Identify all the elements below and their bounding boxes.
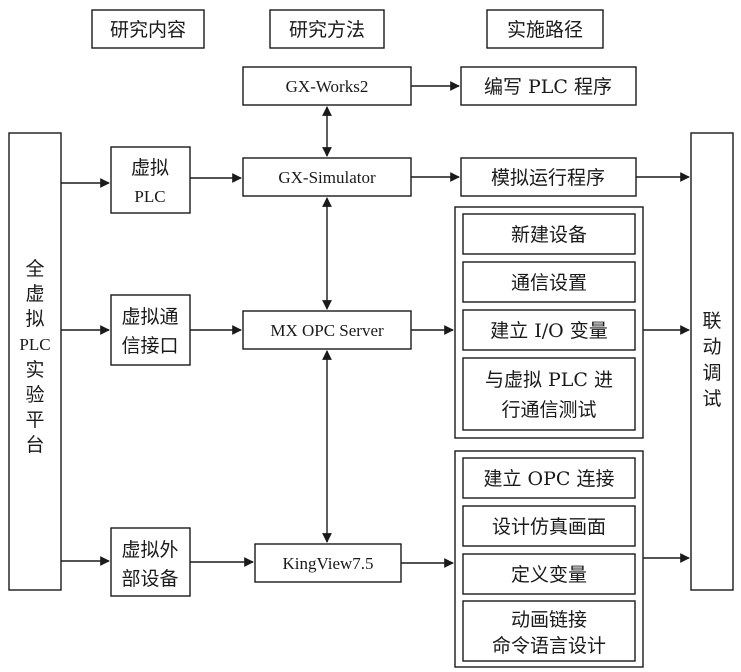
platform-line-6: 验	[25, 384, 44, 406]
comm-test-line-2: 行通信测试	[501, 399, 596, 421]
header-path-box: 实施路径	[486, 9, 604, 49]
debug-line-4: 试	[702, 388, 721, 410]
header-method-box: 研究方法	[269, 9, 385, 49]
platform-box: 全 虚 拟 PLC 实 验 平 台	[8, 132, 62, 591]
kingview-label: KingView7.5	[282, 554, 373, 573]
mx-opc-box: MX OPC Server	[242, 310, 412, 350]
header-path: 实施路径	[507, 19, 583, 41]
design-screen-label: 设计仿真画面	[492, 516, 606, 538]
simulate-run-box: 模拟运行程序	[460, 157, 637, 197]
header-content-box: 研究内容	[91, 9, 205, 49]
animation-line-1: 动画链接	[511, 609, 587, 631]
debug-box: 联 动 调 试	[690, 132, 734, 591]
gx-works-box: GX-Works2	[242, 66, 412, 106]
platform-line-5: 实	[25, 359, 44, 381]
platform-line-7: 平	[25, 409, 44, 431]
virtual-device-line-2: 部设备	[121, 568, 178, 590]
platform-line-8: 台	[25, 434, 44, 456]
platform-line-3: 拟	[25, 308, 44, 330]
virtual-comm-line-1: 虚拟通	[121, 306, 178, 328]
platform-line-4: PLC	[19, 335, 50, 354]
comm-settings-label: 通信设置	[511, 272, 587, 294]
simulate-run-label: 模拟运行程序	[491, 167, 605, 189]
io-vars-label: 建立 I/O 变量	[490, 320, 608, 342]
gx-simulator-box: GX-Simulator	[242, 157, 412, 197]
virtual-plc-line-1: 虚拟	[131, 157, 169, 179]
gx-works-label: GX-Works2	[286, 77, 369, 96]
debug-line-3: 调	[702, 362, 721, 384]
virtual-device-line-1: 虚拟外	[121, 539, 178, 561]
virtual-device-box: 虚拟外 部设备	[110, 527, 191, 597]
opc-connect-label: 建立 OPC 连接	[484, 468, 615, 490]
kingview-group: 建立 OPC 连接 设计仿真画面 定义变量 动画链接 命令语言设计	[454, 450, 644, 668]
virtual-plc-box: 虚拟 PLC	[110, 146, 191, 214]
header-content: 研究内容	[110, 19, 186, 41]
mx-opc-label: MX OPC Server	[270, 321, 384, 340]
opc-group: 新建设备 通信设置 建立 I/O 变量 与虚拟 PLC 进 行通信测试	[454, 206, 644, 439]
virtual-comm-line-2: 信接口	[121, 335, 178, 357]
write-plc-label: 编写 PLC 程序	[484, 76, 612, 98]
platform-line-1: 全	[25, 258, 44, 280]
header-method: 研究方法	[289, 19, 365, 41]
virtual-comm-box: 虚拟通 信接口	[110, 294, 191, 366]
write-plc-box: 编写 PLC 程序	[460, 66, 637, 106]
debug-line-1: 联	[702, 310, 721, 332]
gx-simulator-label: GX-Simulator	[278, 168, 376, 187]
comm-test-line-1: 与虚拟 PLC 进	[485, 369, 613, 391]
define-vars-label: 定义变量	[511, 564, 587, 586]
kingview-box: KingView7.5	[254, 543, 402, 583]
platform-line-2: 虚	[25, 283, 44, 305]
new-device-label: 新建设备	[511, 224, 587, 246]
animation-line-2: 命令语言设计	[492, 635, 606, 657]
virtual-plc-line-2: PLC	[134, 187, 165, 206]
debug-line-2: 动	[702, 336, 721, 358]
